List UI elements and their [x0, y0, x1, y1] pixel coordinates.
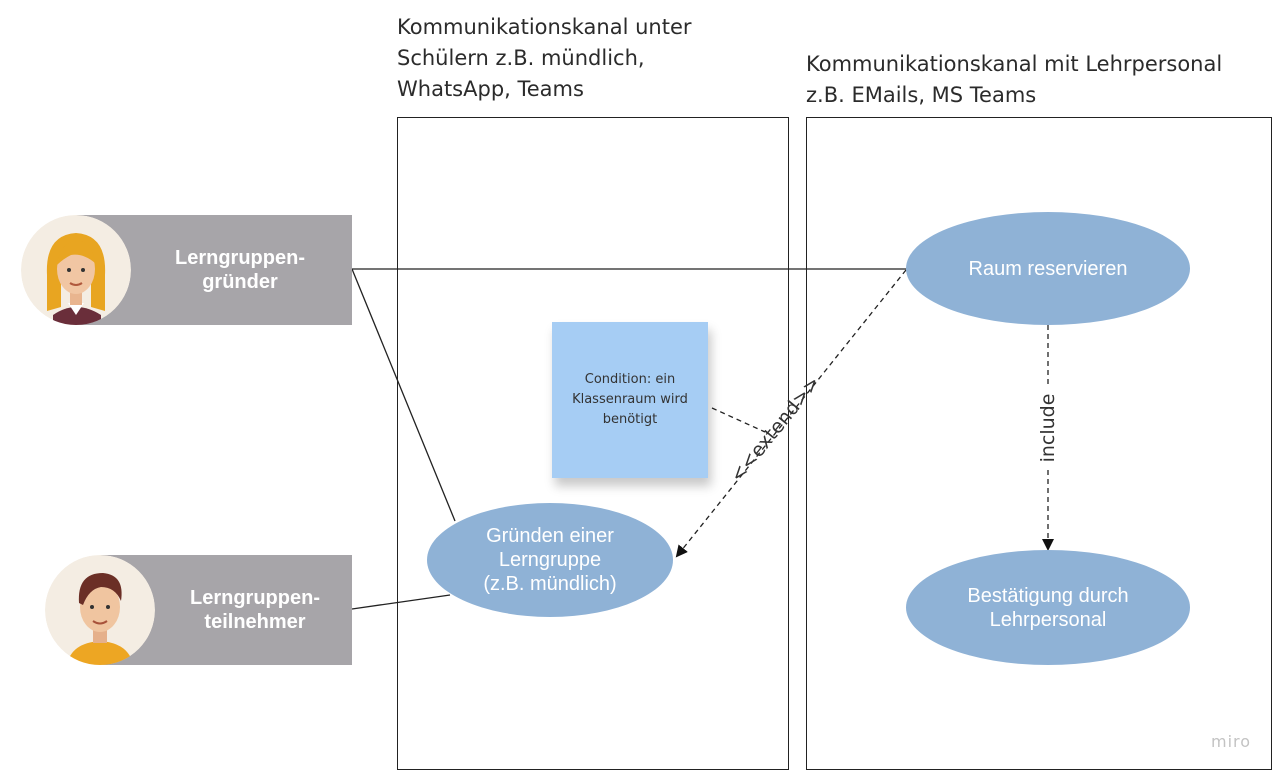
miro-watermark: miro — [1211, 732, 1252, 751]
boundary-students[interactable] — [397, 117, 789, 770]
usecase-reserve-room[interactable]: Raum reservieren — [906, 212, 1190, 325]
actor-label-participant[interactable]: Lerngruppen- teilnehmer — [100, 555, 352, 665]
association-participant-found[interactable] — [351, 594, 451, 610]
extend-label: <<extend>> — [726, 372, 825, 487]
boundary-title-teachers: Kommunikationskanal mit Lehrpersonal z.B… — [806, 52, 1223, 107]
include-label: include — [1037, 394, 1059, 463]
note-connector[interactable] — [711, 407, 766, 433]
extend-arrow[interactable] — [675, 269, 907, 558]
man-avatar-icon — [45, 555, 155, 665]
usecase-confirmation[interactable]: Bestätigung durch Lehrpersonal — [906, 550, 1190, 665]
association-founder-found[interactable] — [351, 268, 456, 522]
sticky-note-condition[interactable]: Condition: ein Klassenraum wird benötigt — [552, 322, 708, 478]
usecase-found-group[interactable]: Gründen einer Lerngruppe (z.B. mündlich) — [427, 503, 673, 617]
woman-avatar-icon — [21, 215, 131, 325]
boundary-title-students: Kommunikationskanal unter Schülern z.B. … — [397, 15, 692, 101]
boundary-teachers[interactable] — [806, 117, 1272, 770]
